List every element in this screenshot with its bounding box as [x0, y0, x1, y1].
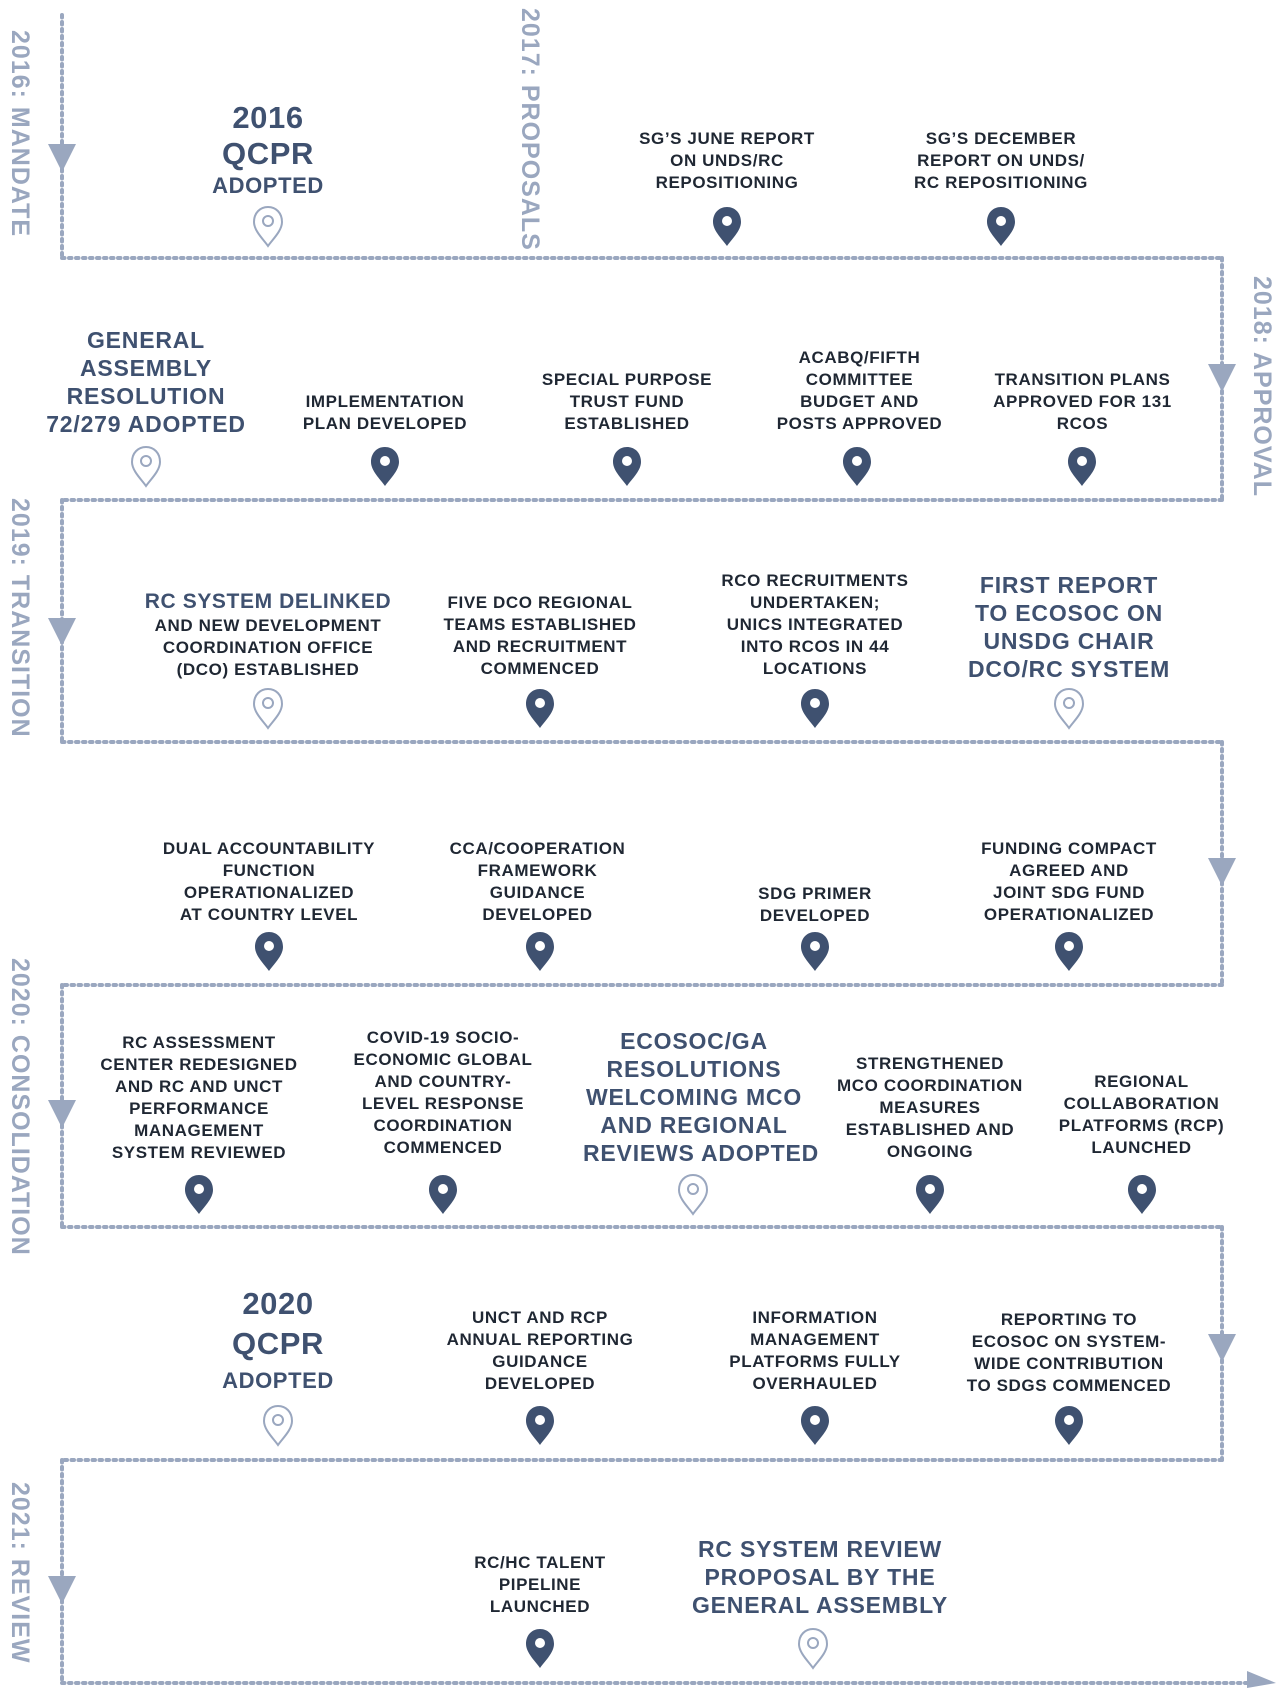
path-arrow-6 — [1208, 1334, 1236, 1362]
milestone-ecosoc-reporting: REPORTING TO ECOSOC ON SYSTEM- WIDE CONT… — [966, 1310, 1172, 1395]
milestone-sg-june-report: SG’S JUNE REPORT ON UNDS/RC REPOSITIONIN… — [639, 129, 815, 192]
phase-label-review: 2021: REVIEW — [6, 1482, 34, 1664]
pin-icon — [255, 932, 283, 971]
milestone-first-report-ecosoc: FIRST REPORT TO ECOSOC ON UNSDG CHAIR DC… — [967, 572, 1171, 682]
milestone-dual-accountability: DUAL ACCOUNTABILITY FUNCTION OPERATIONAL… — [162, 839, 376, 924]
milestone-rco-recruitments: RCO RECRUITMENTS UNDERTAKEN; UNICS INTEG… — [721, 571, 909, 678]
pin-icon — [987, 207, 1015, 246]
pin-icon — [1068, 447, 1096, 486]
pin-outline-icon — [253, 206, 283, 247]
milestone-dco-regional-teams: FIVE DCO REGIONAL TEAMS ESTABLISHED AND … — [443, 593, 637, 678]
phase-label-consolidation: 2020: CONSOLIDATION — [6, 958, 34, 1256]
pin-icon — [916, 1175, 944, 1214]
pin-icon — [526, 689, 554, 728]
milestone-ga-resolution: GENERAL ASSEMBLY RESOLUTION 72/279 ADOPT… — [46, 327, 246, 437]
path-arrow-4 — [1208, 858, 1236, 886]
pin-icon — [613, 447, 641, 486]
milestone-rc-system-review: RC SYSTEM REVIEW PROPOSAL BY THE GENERAL… — [691, 1536, 949, 1618]
phase-label-mandate: 2016: MANDATE — [6, 30, 34, 238]
milestone-funding-compact: FUNDING COMPACT AGREED AND JOINT SDG FUN… — [981, 839, 1157, 924]
pin-icon — [526, 1406, 554, 1445]
pin-outline-icon — [798, 1628, 828, 1669]
pin-icon — [371, 447, 399, 486]
milestone-acabq: ACABQ/FIFTH COMMITTEE BUDGET AND POSTS A… — [776, 348, 943, 433]
milestone-implementation-plan: IMPLEMENTATION PLAN DEVELOPED — [302, 392, 468, 433]
milestone-2020-qcpr: 2020 QCPR ADOPTED — [198, 1284, 358, 1398]
milestone-info-management: INFORMATION MANAGEMENT PLATFORMS FULLY O… — [729, 1308, 901, 1393]
milestone-2016-qcpr: 2016 QCPR ADOPTED — [188, 100, 348, 200]
pin-outline-icon — [1054, 688, 1084, 729]
milestone-rc-assessment: RC ASSESSMENT CENTER REDESIGNED AND RC A… — [100, 1033, 298, 1162]
pin-icon — [713, 207, 741, 246]
milestone-sdg-primer: SDG PRIMER DEVELOPED — [758, 884, 872, 925]
pin-outline-icon — [263, 1405, 293, 1446]
path-arrow-1 — [48, 144, 76, 172]
milestone-transition-plans: TRANSITION PLANS APPROVED FOR 131 RCOS — [993, 370, 1172, 433]
milestone-trust-fund: SPECIAL PURPOSE TRUST FUND ESTABLISHED — [541, 370, 713, 433]
milestone-status: ADOPTED — [222, 1368, 334, 1393]
pin-icon — [1055, 932, 1083, 971]
milestone-talent-pipeline: RC/HC TALENT PIPELINE LAUNCHED — [474, 1553, 606, 1616]
phase-label-approval: 2018: APPROVAL — [1248, 276, 1276, 498]
milestone-title: QCPR — [222, 136, 314, 171]
pin-outline-icon — [131, 446, 161, 487]
path-arrow-5 — [48, 1100, 76, 1128]
pin-outline-icon — [678, 1174, 708, 1215]
path-arrow-2 — [1208, 364, 1236, 392]
timeline-path — [60, 13, 1252, 1685]
milestone-sg-december-report: SG’S DECEMBER REPORT ON UNDS/ RC REPOSIT… — [914, 129, 1088, 192]
milestone-rc-system-delinked: RC SYSTEM DELINKED AND NEW DEVELOPMENT C… — [144, 590, 392, 679]
path-arrow-7 — [48, 1576, 76, 1604]
pin-icon — [801, 932, 829, 971]
milestone-year: 2020 — [242, 1286, 314, 1321]
pin-icon — [801, 689, 829, 728]
milestone-year: 2016 — [232, 100, 304, 135]
path-arrow-3 — [48, 618, 76, 646]
milestone-rcp-launched: REGIONAL COLLABORATION PLATFORMS (RCP) L… — [1058, 1072, 1225, 1157]
phase-label-transition: 2019: TRANSITION — [6, 498, 34, 738]
milestone-unct-rcp-reporting: UNCT AND RCP ANNUAL REPORTING GUIDANCE D… — [446, 1308, 634, 1393]
pin-icon — [1055, 1406, 1083, 1445]
path-end-arrow — [1247, 1671, 1276, 1688]
phase-label-proposals: 2017: PROPOSALS — [516, 8, 544, 251]
pin-outline-icon — [253, 688, 283, 729]
pin-icon — [429, 1175, 457, 1214]
milestone-ecosoc-ga-resolutions: ECOSOC/GA RESOLUTIONS WELCOMING MCO AND … — [583, 1028, 820, 1166]
pin-icon — [801, 1406, 829, 1445]
milestone-covid-response: COVID-19 SOCIO- ECONOMIC GLOBAL AND COUN… — [353, 1028, 533, 1157]
pin-icon — [1128, 1175, 1156, 1214]
pin-icon — [843, 447, 871, 486]
milestone-mco-coordination: STRENGTHENED MCO COORDINATION MEASURES E… — [837, 1054, 1023, 1161]
pin-icon — [526, 932, 554, 971]
pin-icon — [185, 1175, 213, 1214]
milestone-status: ADOPTED — [212, 173, 324, 198]
milestone-cca-framework: CCA/COOPERATION FRAMEWORK GUIDANCE DEVEL… — [449, 839, 626, 924]
pin-icon — [526, 1629, 554, 1668]
milestone-title: QCPR — [232, 1326, 324, 1361]
